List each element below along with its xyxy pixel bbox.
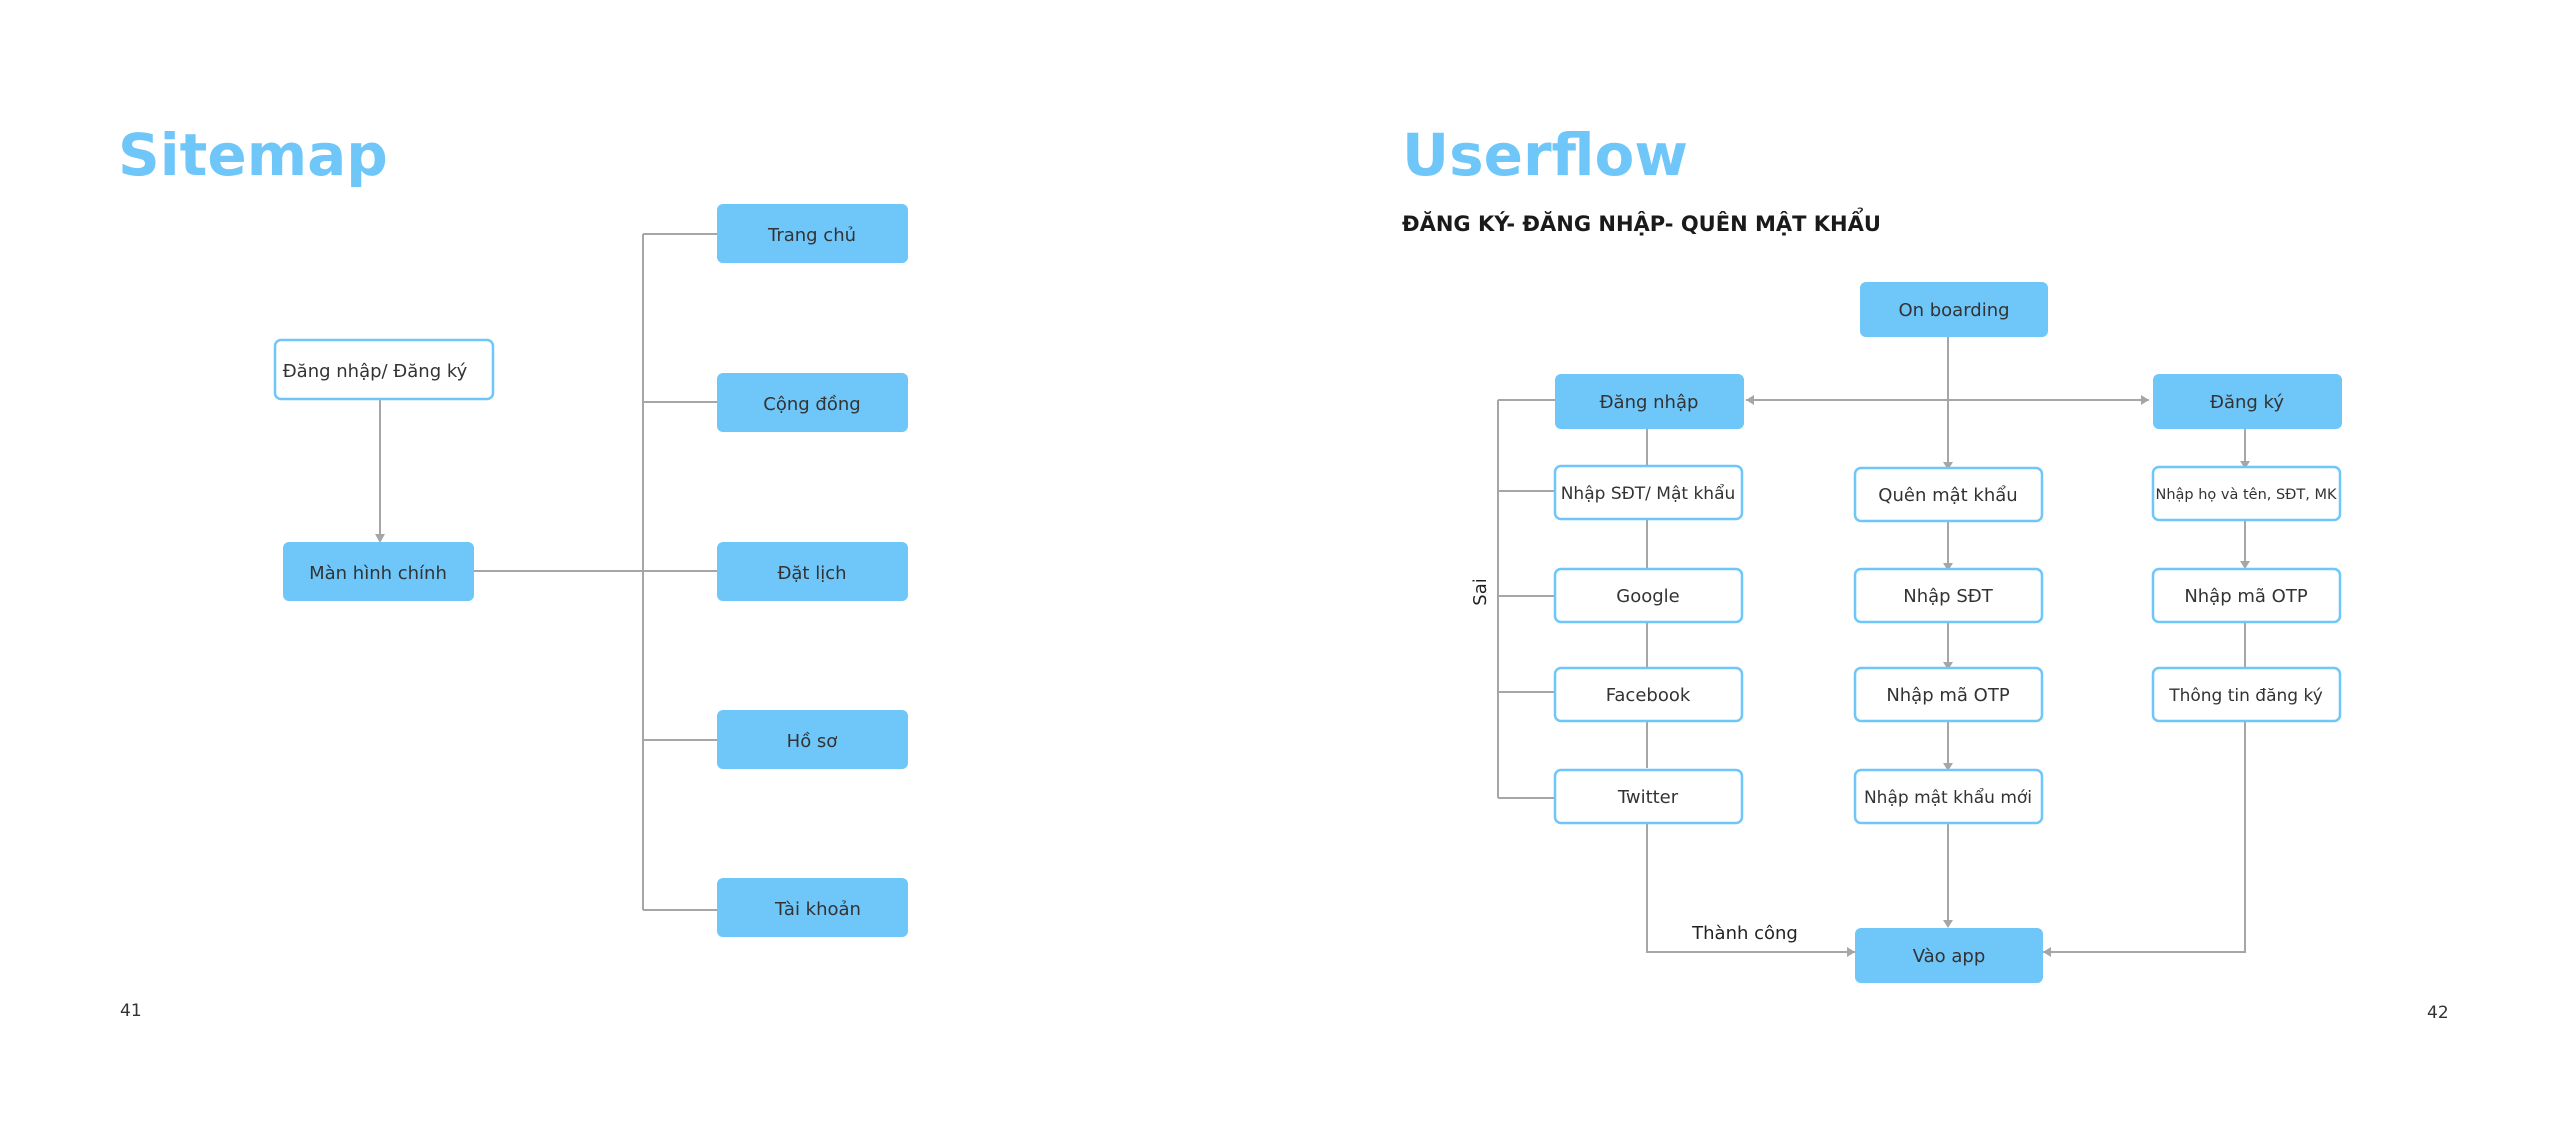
arrowhead-enter-phone [1943,563,1953,571]
arrowhead-main [375,534,385,543]
arrowhead-enter-app [1943,920,1953,928]
page-number-left: 41 [120,1001,142,1021]
node-login-label: Đăng nhập [1600,392,1699,413]
node-home-label: Trang chủ [767,225,856,246]
node-twitter: Twitter [1553,768,1744,825]
node-register-label: Đăng ký [2210,392,2284,413]
node-main-screen-label: Màn hình chính [309,563,447,584]
label-wrong: Sai [1470,578,1491,605]
node-enter-otp-forgot-label: Nhập mã OTP [1886,685,2010,706]
sitemap-title: Sitemap [118,121,388,189]
node-google-label: Google [1616,586,1679,607]
node-home: Trang chủ [717,204,908,263]
node-login: Đăng nhập [1555,374,1744,429]
node-enter-app-label: Vào app [1913,946,1986,967]
node-schedule: Đặt lịch [717,542,908,601]
userflow-connectors [1497,337,2246,953]
sitemap-diagram: Đăng nhập/ Đăng ký Màn hình chính Trang … [273,204,908,937]
node-community-label: Cộng đồng [763,394,860,415]
node-phone-password: Nhập SĐT/ Mật khẩu [1553,464,1744,521]
node-account-label: Tài khoản [774,899,861,920]
arrowhead-register-app [2043,947,2051,957]
node-register-detail: Thông tin đăng ký [2151,666,2342,723]
node-facebook-label: Facebook [1606,685,1691,706]
node-phone-password-label: Nhập SĐT/ Mật khẩu [1561,483,1736,504]
arrowhead-register-info [2240,461,2250,469]
node-new-password: Nhập mật khẩu mới [1853,768,2044,825]
node-enter-phone: Nhập SĐT [1853,567,2044,624]
node-register-otp-label: Nhập mã OTP [2184,586,2308,607]
connector-twitter-app [1646,823,1855,953]
arrowhead-new-password [1943,763,1953,771]
node-register: Đăng ký [2153,374,2342,429]
node-register-detail-label: Thông tin đăng ký [2168,686,2323,706]
node-community: Cộng đồng [717,373,908,432]
userflow-title: Userflow [1402,121,1688,189]
arrowhead-login-left [1746,395,1754,405]
node-login-register: Đăng nhập/ Đăng ký [273,338,495,401]
arrowhead-twitter-app [1847,947,1855,957]
node-schedule-label: Đặt lịch [777,563,846,584]
node-register-info-label: Nhập họ và tên, SĐT, MK [2155,487,2337,503]
node-enter-otp-forgot: Nhập mã OTP [1853,666,2044,723]
userflow-diagram: Sai Thành công On boarding Đăng nhập Đăn… [1470,282,2342,983]
userflow-page: Userflow ĐĂNG KÝ- ĐĂNG NHẬP- QUÊN MẬT KH… [1280,0,2560,1138]
node-onboarding: On boarding [1860,282,2048,337]
node-enter-phone-label: Nhập SĐT [1903,586,1993,607]
page-number-right: 42 [2427,1003,2449,1023]
node-forgot-password-label: Quên mật khẩu [1878,485,2017,506]
sitemap-page: Sitemap Đăng nhập/ Đăng ký Màn hình chín… [118,121,908,1021]
arrowhead-forgot [1943,462,1953,470]
node-login-register-label: Đăng nhập/ Đăng ký [283,361,468,382]
connector-register-app [2043,721,2246,953]
node-profile: Hồ sơ [717,710,908,769]
node-main-screen: Màn hình chính [283,542,474,601]
node-account: Tài khoản [717,878,908,937]
arrowhead-enter-otp [1943,662,1953,670]
userflow-arrowheads [1746,395,2250,957]
node-google: Google [1553,567,1744,624]
arrowhead-register-right [2141,395,2149,405]
node-onboarding-label: On boarding [1898,300,2009,321]
sitemap-connectors [379,233,717,911]
node-new-password-label: Nhập mật khẩu mới [1864,787,2032,808]
label-success: Thành công [1691,923,1798,944]
node-register-info: Nhập họ và tên, SĐT, MK [2151,465,2342,522]
node-forgot-password: Quên mật khẩu [1853,466,2044,523]
node-enter-app: Vào app [1855,928,2043,983]
node-profile-label: Hồ sơ [787,731,838,752]
arrowhead-register-otp [2240,561,2250,569]
node-facebook: Facebook [1553,666,1744,723]
userflow-subtitle: ĐĂNG KÝ- ĐĂNG NHẬP- QUÊN MẬT KHẨU [1402,212,1881,236]
node-register-otp: Nhập mã OTP [2151,567,2342,624]
node-twitter-label: Twitter [1617,787,1679,808]
